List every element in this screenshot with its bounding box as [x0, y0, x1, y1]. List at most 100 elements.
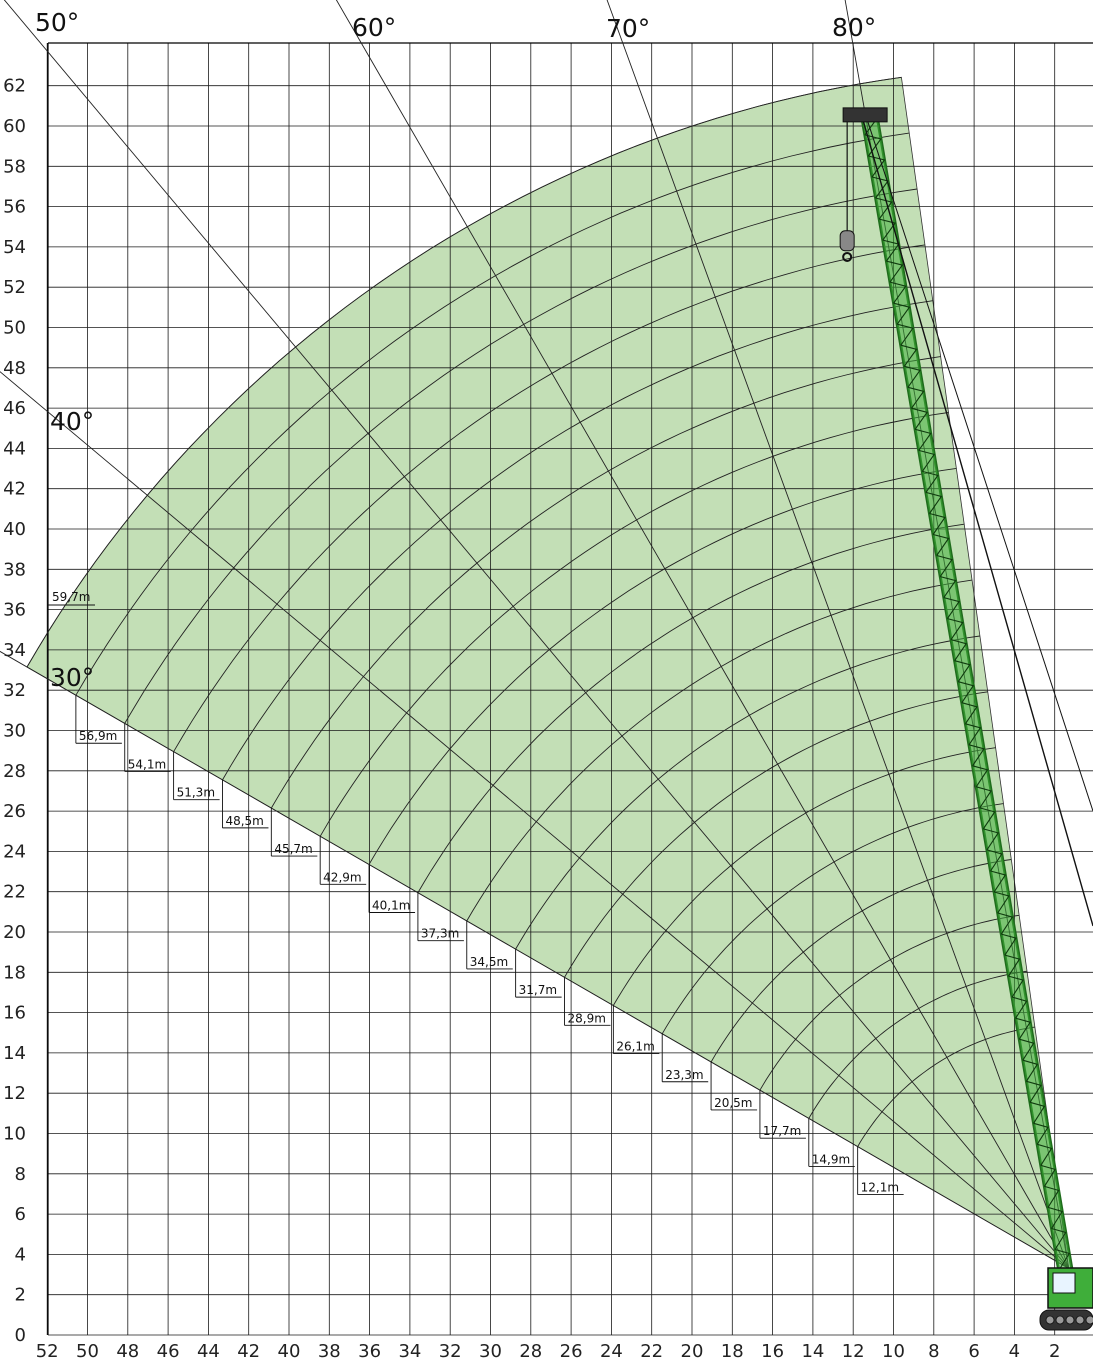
- y-tick-label: 52: [3, 277, 26, 298]
- x-tick-label: 24: [600, 1341, 623, 1362]
- x-tick-label: 42: [237, 1341, 260, 1362]
- angle-label: 60°: [352, 13, 396, 42]
- x-tick-label: 10: [882, 1341, 905, 1362]
- boom-length-label: 34,5m: [470, 955, 508, 969]
- boom-length-arc: [368, 467, 957, 865]
- x-tick-label: 2: [1049, 1341, 1060, 1362]
- boom-length-label: 20,5m: [714, 1096, 752, 1110]
- boom-length-arc: [222, 300, 933, 781]
- x-tick-label: 34: [398, 1341, 421, 1362]
- y-tick-label: 22: [3, 882, 26, 903]
- x-tick-label: 48: [116, 1341, 139, 1362]
- boom-length-label: 31,7m: [519, 983, 557, 997]
- boom-length-label: 17,7m: [763, 1124, 801, 1138]
- y-tick-label: 60: [3, 116, 26, 137]
- boom-length-arc: [319, 412, 949, 837]
- boom-length-label: 23,3m: [665, 1068, 703, 1082]
- y-tick-label: 50: [3, 318, 26, 339]
- y-tick-label: 34: [3, 640, 26, 661]
- angle-label: 40°: [50, 407, 94, 436]
- boom-length-arc: [759, 914, 1020, 1091]
- x-tick-label: 8: [928, 1341, 939, 1362]
- angle-ray: [0, 650, 1070, 1269]
- y-tick-label: 58: [3, 156, 26, 177]
- pendant-line: [860, 113, 1093, 927]
- track-roller: [1065, 1315, 1075, 1325]
- boom-length-arc: [26, 76, 902, 668]
- track-roller: [1055, 1315, 1065, 1325]
- boom-length-label: 45,7m: [274, 842, 312, 856]
- boom-length-label: 14,9m: [812, 1152, 850, 1166]
- y-tick-label: 54: [3, 237, 26, 258]
- cab-window: [1052, 1272, 1076, 1294]
- angle-label: 80°: [832, 13, 876, 42]
- y-tick-label: 14: [3, 1043, 26, 1064]
- boom-length-label: 51,3m: [177, 786, 215, 800]
- y-tick-label: 44: [3, 438, 26, 459]
- boom-length-arc: [710, 859, 1012, 1063]
- boom-head: [842, 107, 888, 123]
- y-tick-label: 46: [3, 398, 26, 419]
- boom-length-arc: [173, 244, 925, 752]
- y-tick-label: 8: [15, 1164, 26, 1185]
- x-tick-label: 52: [36, 1341, 59, 1362]
- boom-length-label: 42,9m: [323, 870, 361, 884]
- x-tick-label: 20: [681, 1341, 704, 1362]
- y-tick-label: 20: [3, 922, 26, 943]
- hook: [842, 251, 853, 262]
- boom-length-label: 56,9m: [79, 729, 117, 743]
- boom-length-label: 48,5m: [225, 814, 263, 828]
- x-tick-label: 30: [479, 1341, 502, 1362]
- boom-length-arc: [564, 691, 988, 978]
- x-tick-label: 22: [640, 1341, 663, 1362]
- y-tick-label: 6: [15, 1204, 26, 1225]
- boom-length-label: 26,1m: [616, 1040, 654, 1054]
- boom-length-arc: [661, 803, 1004, 1035]
- x-tick-label: 14: [801, 1341, 824, 1362]
- boom-length-label: 37,3m: [421, 927, 459, 941]
- boom-length-arc: [75, 132, 910, 696]
- boom-length-label: 59,7m: [52, 590, 90, 604]
- track-roller: [1045, 1315, 1055, 1325]
- x-tick-label: 18: [721, 1341, 744, 1362]
- track-roller: [1075, 1315, 1085, 1325]
- x-tick-label: 16: [761, 1341, 784, 1362]
- x-tick-label: 32: [439, 1341, 462, 1362]
- angle-ray: [335, 0, 1070, 1269]
- boom-length-label: 54,1m: [128, 757, 166, 771]
- x-tick-label: 50: [76, 1341, 99, 1362]
- boom-length-arc: [515, 635, 980, 950]
- x-tick-label: 46: [157, 1341, 180, 1362]
- y-tick-label: 62: [3, 76, 26, 97]
- y-tick-label: 42: [3, 479, 26, 500]
- y-tick-label: 32: [3, 680, 26, 701]
- y-tick-label: 24: [3, 841, 26, 862]
- boom-length-arc: [466, 579, 973, 922]
- working-envelope: [26, 76, 1070, 1270]
- angle-ray: [0, 371, 1070, 1269]
- x-tick-label: 36: [358, 1341, 381, 1362]
- y-tick-label: 36: [3, 600, 26, 621]
- angle-label: 30°: [50, 663, 94, 692]
- boom-length-arc: [124, 188, 918, 724]
- y-tick-label: 38: [3, 559, 26, 580]
- boom-length-arc: [808, 970, 1028, 1119]
- boom-length-arc: [612, 747, 996, 1006]
- x-tick-label: 6: [968, 1341, 979, 1362]
- boom-length-label: 28,9m: [567, 1011, 605, 1025]
- y-tick-label: 2: [15, 1285, 26, 1306]
- x-tick-label: 44: [197, 1341, 220, 1362]
- y-tick-label: 18: [3, 962, 26, 983]
- boom-length-label: 40,1m: [372, 898, 410, 912]
- y-tick-label: 4: [15, 1244, 26, 1265]
- angle-label: 70°: [606, 14, 650, 43]
- pendant-line: [864, 113, 1093, 812]
- y-tick-label: 10: [3, 1124, 26, 1145]
- angle-ray: [3, 0, 1070, 1269]
- y-tick-label: 56: [3, 197, 26, 218]
- angle-ray: [606, 0, 1070, 1269]
- y-tick-label: 16: [3, 1003, 26, 1024]
- angle-label: 50°: [35, 8, 79, 37]
- hook-block: [839, 230, 855, 252]
